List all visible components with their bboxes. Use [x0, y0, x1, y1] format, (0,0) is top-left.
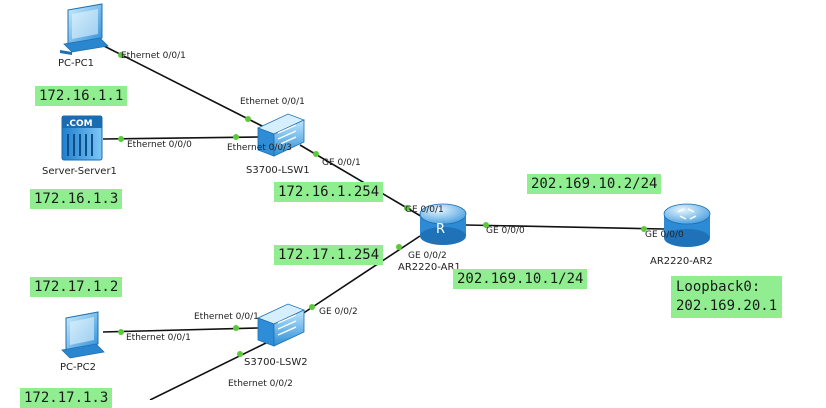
port-label: Ethernet 0/0/1	[121, 51, 186, 61]
device-lsw2[interactable]: S3700-LSW2	[244, 303, 308, 368]
device-ar2[interactable]: AR2220-AR2	[650, 203, 713, 267]
switch-icon	[256, 303, 306, 347]
port-label: GE 0/0/2	[408, 251, 447, 261]
port-dot	[483, 222, 489, 228]
port-label: Ethernet 0/0/1	[240, 97, 305, 107]
port-label: GE 0/0/0	[645, 230, 684, 240]
link-lsw1-ar1[interactable]	[299, 144, 425, 219]
router-icon	[663, 203, 711, 247]
pc-icon	[61, 311, 105, 359]
port-label: GE 0/0/0	[486, 226, 525, 236]
link-pc1-lsw1[interactable]	[103, 45, 265, 128]
ip-label-pc1: 172.16.1.1	[35, 86, 128, 106]
port-labels: Ethernet 0/0/1 Ethernet 0/0/1 Ethernet 0…	[121, 51, 684, 389]
server-badge: .COM	[66, 119, 93, 129]
device-label: S3700-LSW1	[246, 165, 310, 176]
port-label: Ethernet 0/0/1	[194, 312, 259, 322]
device-label: PC-PC2	[60, 362, 96, 373]
ip-label-ar2-g0: 202.169.10.2/24	[527, 174, 662, 194]
ip-label-pc2: 172.17.1.2	[30, 277, 123, 297]
device-label: S3700-LSW2	[244, 357, 308, 368]
server-icon: .COM	[61, 115, 103, 161]
link-pc2-lsw2[interactable]	[102, 327, 259, 333]
link-ar1-ar2[interactable]	[465, 224, 665, 230]
port-dot	[118, 52, 124, 58]
port-label: GE 0/0/1	[322, 158, 361, 168]
port-dot	[233, 134, 239, 140]
link-lsw2-lower[interactable]	[149, 341, 269, 400]
ip-label-ar1-g2: 172.17.1.254	[274, 245, 384, 265]
port-label: Ethernet 0/0/0	[127, 140, 192, 150]
port-dots	[118, 52, 647, 357]
port-label: Ethernet 0/0/3	[227, 143, 292, 153]
links	[102, 45, 665, 400]
device-pc1[interactable]: PC-PC1	[58, 3, 109, 69]
port-dot	[313, 151, 319, 157]
device-lsw1[interactable]: S3700-LSW1	[246, 113, 310, 176]
loopback-ip: 202.169.20.1	[676, 298, 778, 314]
ip-label-ar1-g1: 172.16.1.254	[274, 182, 384, 202]
port-label: Ethernet 0/0/2	[228, 379, 293, 389]
device-label: Server-Server1	[42, 166, 117, 177]
port-dot	[641, 226, 647, 232]
port-dot	[396, 244, 402, 250]
port-dot	[118, 329, 124, 335]
ip-label-lower: 172.17.1.3	[20, 388, 113, 408]
device-label: AR2220-AR1	[398, 262, 461, 273]
port-label: Ethernet 0/0/1	[126, 333, 191, 343]
port-label: GE 0/0/2	[319, 307, 358, 317]
device-pc2[interactable]: PC-PC2	[60, 311, 105, 373]
port-dot	[404, 205, 410, 211]
port-label: GE 0/0/1	[405, 205, 444, 215]
port-dot	[245, 116, 251, 122]
pc-icon	[60, 3, 109, 55]
port-dot	[309, 304, 315, 310]
ip-label-server1: 172.16.1.3	[30, 189, 123, 209]
ip-label-ar1-g0: 202.169.10.1/24	[453, 269, 588, 289]
port-dot	[233, 325, 239, 331]
device-label: PC-PC1	[58, 58, 94, 69]
link-server1-lsw1[interactable]	[102, 136, 259, 140]
device-server1[interactable]: .COM Server-Server1	[42, 115, 117, 177]
device-ar1[interactable]: R AR2220-AR1	[398, 203, 467, 273]
loopback-name: Loopback0:	[676, 279, 761, 295]
device-label: AR2220-AR2	[650, 256, 713, 267]
router-icon: R	[419, 203, 467, 245]
switch-icon	[256, 113, 306, 157]
router-badge: R	[436, 222, 445, 237]
loopback-label: Loopback0: 202.169.20.1	[671, 276, 783, 318]
port-dot	[237, 351, 243, 357]
port-dot	[118, 136, 124, 142]
